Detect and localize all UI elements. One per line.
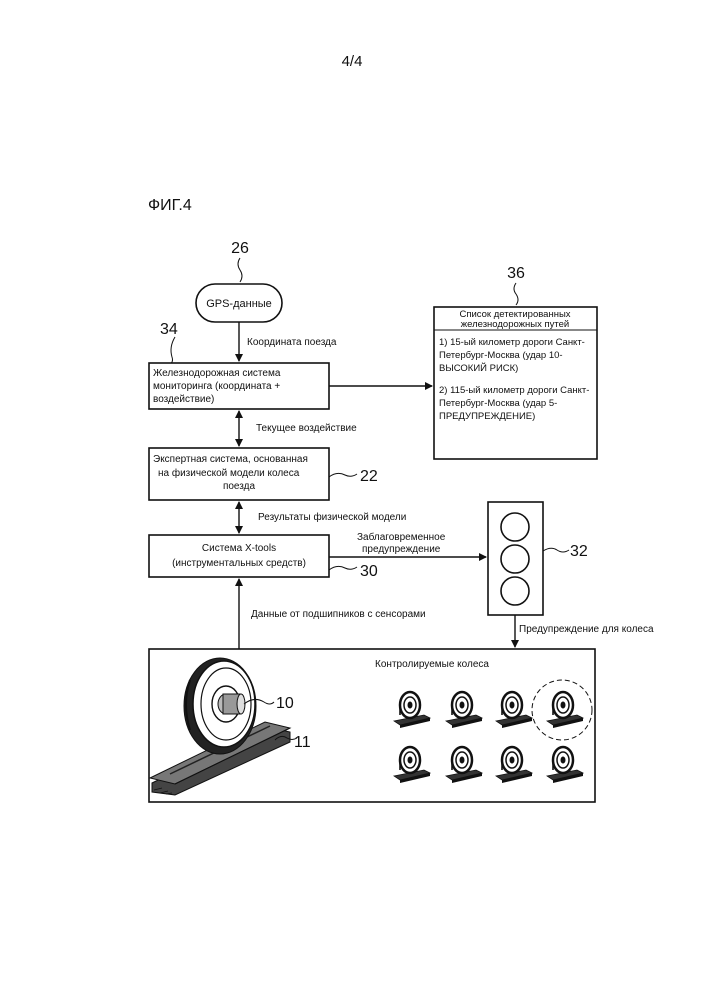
expert-line-1: Экспертная система, основанная: [153, 454, 308, 465]
tracks-list-item1-line1: 1) 15-ый километр дороги Санкт-: [439, 337, 585, 348]
early-warning-line-2: предупреждение: [362, 544, 441, 555]
bearing-data-label: Данные от подшипников с сенсорами: [251, 609, 426, 620]
xtools-line-1: Система X-tools: [202, 543, 276, 554]
model-results-label: Результаты физической модели: [258, 511, 406, 523]
wheel-ref-label: 10: [276, 695, 294, 712]
tracks-list-ref-label: 36: [507, 265, 525, 282]
xtools-line-2: (инструментальных средств): [172, 558, 306, 569]
monitoring-ref-label: 34: [160, 321, 178, 338]
tracks-list-item1-line3: ВЫСОКИЙ РИСК): [439, 362, 518, 374]
tracks-list-title-2: железнодорожных путей: [461, 319, 569, 330]
tracks-list-item2-line3: ПРЕДУПРЕЖДЕНИЕ): [439, 411, 535, 422]
monitoring-line-3: воздействие): [153, 394, 214, 405]
expert-line-3: поезда: [223, 481, 256, 492]
traffic-light-middle-lamp: [501, 545, 529, 573]
expert-line-2: на физической модели колеса: [158, 467, 300, 479]
monitoring-line-2: мониторинга (координата +: [153, 381, 280, 392]
figure-label: ФИГ.4: [148, 197, 192, 214]
monitored-wheels-label: Контролируемые колеса: [375, 659, 489, 670]
xtools-ref-label: 30: [360, 563, 378, 580]
traffic-light-ref-label: 32: [570, 543, 588, 560]
expert-ref-label: 22: [360, 468, 378, 485]
tracks-list-item2-line2: Петербург-Москва (удар 5-: [439, 398, 557, 409]
xtools-system-box: [149, 535, 329, 577]
wheel-warning-label: Предупреждение для колеса: [519, 624, 654, 635]
gps-data-label: GPS-данные: [206, 298, 272, 310]
rail-ref-label: 11: [294, 734, 311, 751]
tracks-list-item2-line1: 2) 115-ый километр дороги Санкт-: [439, 385, 589, 396]
traffic-light-top-lamp: [501, 513, 529, 541]
train-coordinate-label: Координата поезда: [247, 337, 337, 348]
monitoring-line-1: Железнодорожная система: [153, 368, 281, 379]
early-warning-line-1: Заблаговременное: [357, 531, 446, 543]
tracks-list-item1-line2: Петербург-Москва (удар 10-: [439, 350, 563, 361]
gps-ref-label: 26: [231, 240, 249, 257]
current-impact-label: Текущее воздействие: [256, 423, 357, 434]
page-number: 4/4: [342, 53, 363, 70]
traffic-light-bottom-lamp: [501, 577, 529, 605]
